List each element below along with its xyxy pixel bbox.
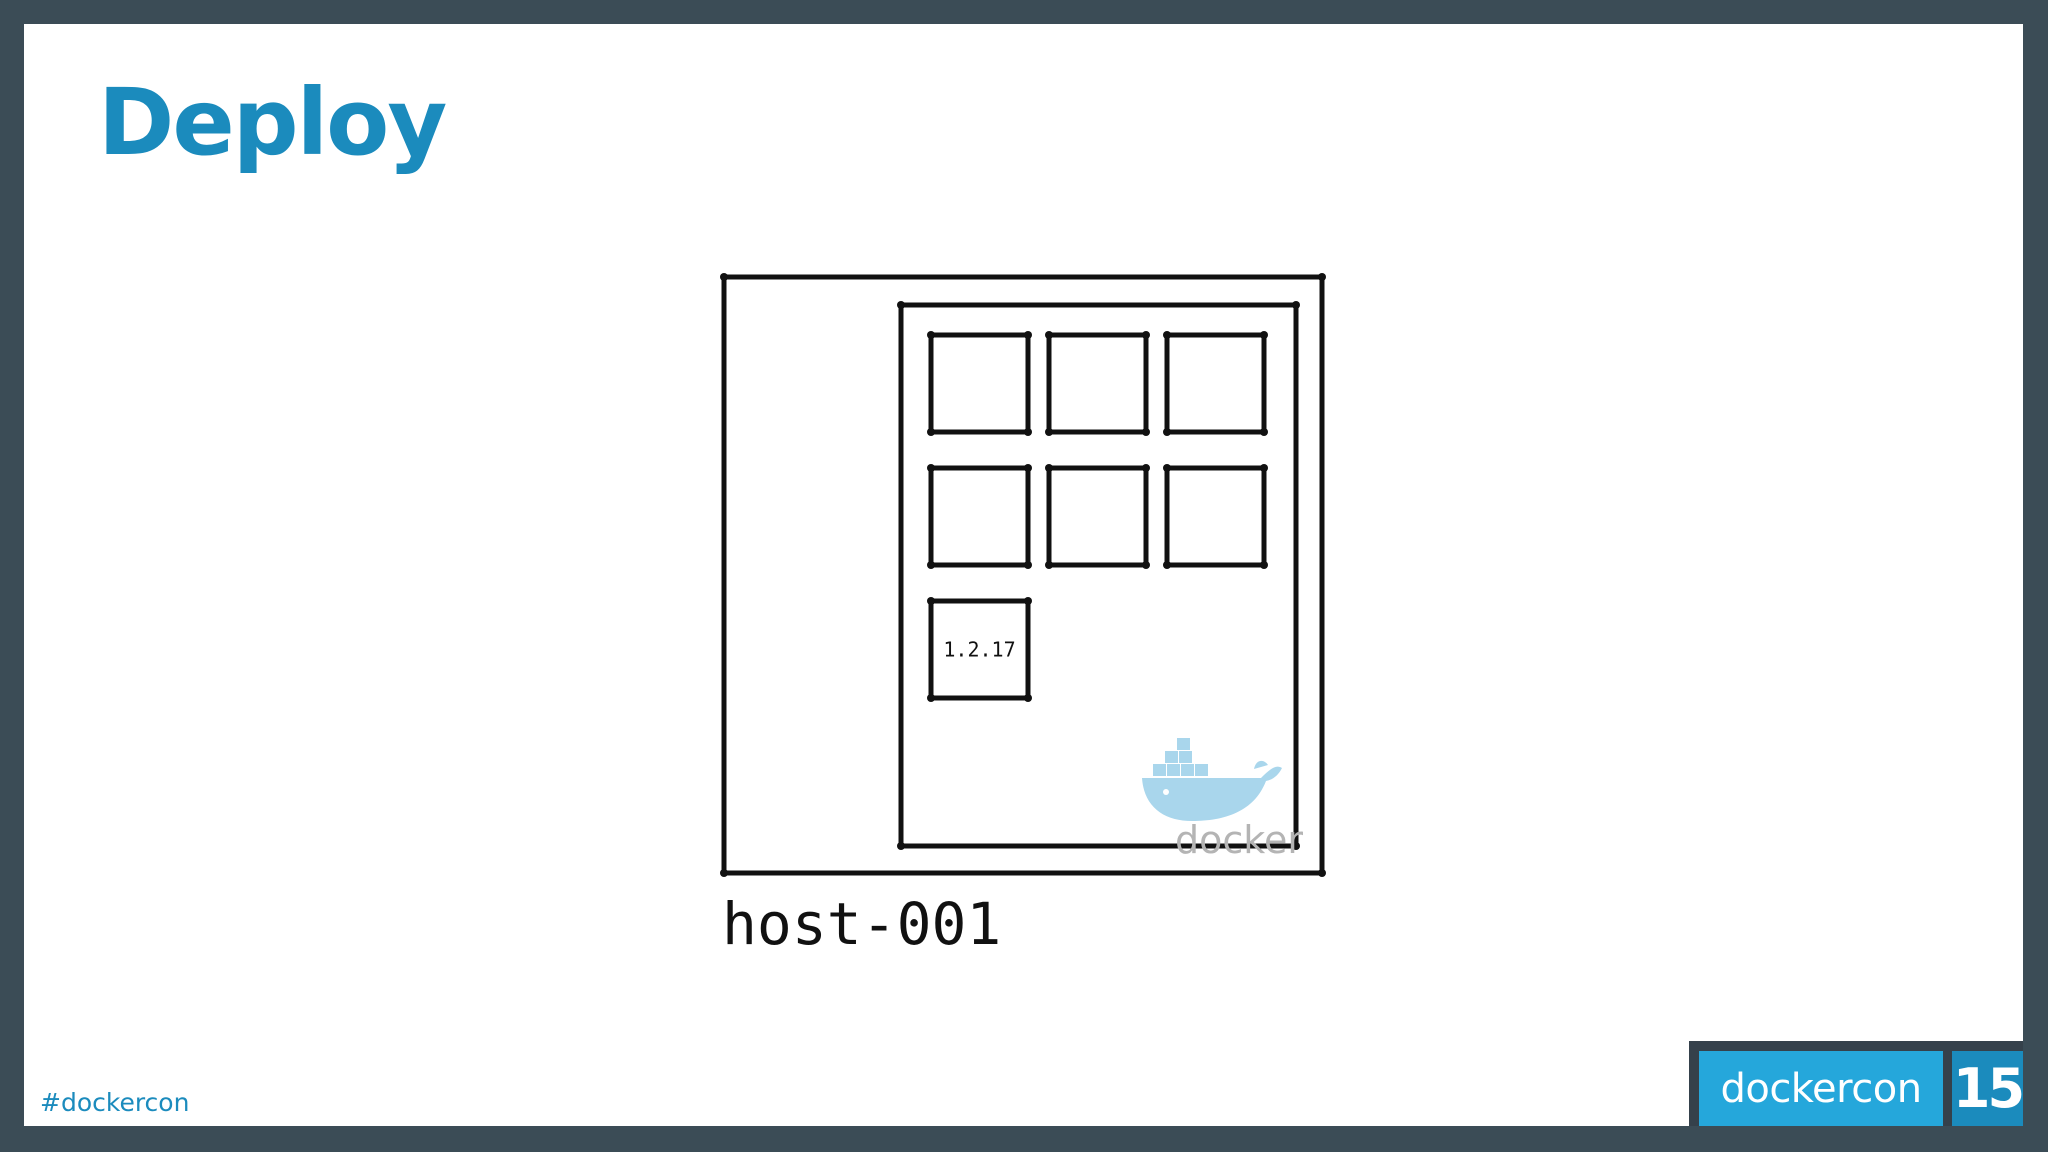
hashtag: #dockercon: [40, 1088, 190, 1117]
dockercon-logo: dockercon 15: [1689, 1041, 2023, 1126]
dockercon-word-box: dockercon: [1699, 1051, 1943, 1126]
dockercon-year: 15: [1952, 1057, 2023, 1120]
container-version-label: 1.2.17: [943, 638, 1015, 662]
container-box: 1.2.17: [927, 597, 1032, 702]
slide-title: Deploy: [98, 69, 447, 176]
container-box: [1163, 331, 1268, 436]
host-box: [721, 274, 1325, 876]
corner-dots: [720, 273, 1326, 877]
dockercon-year-box: 15: [1952, 1051, 2023, 1126]
docker-logo-text: docker: [1175, 818, 1303, 862]
container-box: [1045, 331, 1150, 436]
container-box: [927, 331, 1032, 436]
host-label: host-001: [722, 890, 1002, 958]
dockercon-word: dockercon: [1720, 1065, 1922, 1112]
deployment-diagram: 1.2.17 docker: [720, 273, 1326, 877]
docker-whale-icon: [1142, 738, 1282, 821]
slide: Deploy 1.2.17: [24, 24, 2023, 1126]
container-grid: 1.2.17: [927, 331, 1268, 702]
docker-engine-box: [898, 302, 1299, 849]
container-box: [927, 464, 1032, 569]
container-box: [1045, 464, 1150, 569]
container-box: [1163, 464, 1268, 569]
